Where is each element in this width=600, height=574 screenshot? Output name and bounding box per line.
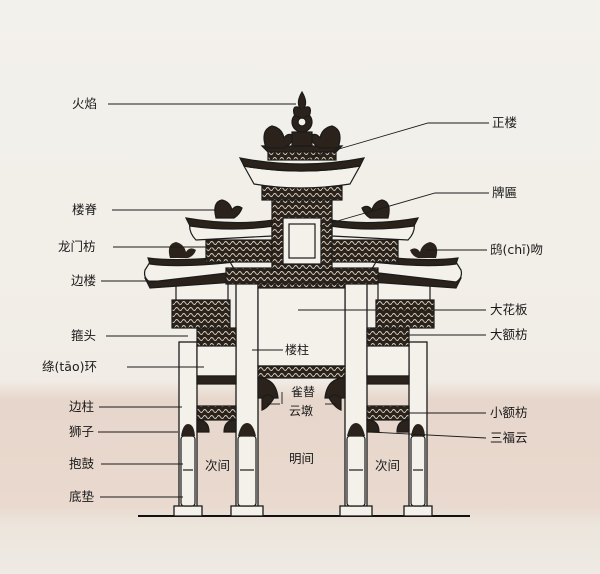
label-tower-column: 楼柱 <box>285 343 310 357</box>
label-small-lintel: 小额枋 <box>490 405 528 420</box>
label-roof-ridge: 楼脊 <box>72 202 98 217</box>
label-side-tower: 边楼 <box>71 273 97 288</box>
label-side-column: 边柱 <box>69 399 95 414</box>
center-bay <box>257 271 346 411</box>
label-plaque: 牌匾 <box>492 185 518 200</box>
leader-lines <box>98 103 489 498</box>
main-tower <box>238 90 366 271</box>
base-pads <box>173 505 433 517</box>
label-side-bay-left: 次间 <box>205 458 231 473</box>
label-drum-stone: 抱鼓 <box>69 456 95 471</box>
label-middle-bay: 明间 <box>289 451 315 466</box>
label-base-pad: 底垫 <box>69 489 95 504</box>
side-chiwen <box>168 242 438 258</box>
label-cloud-pier: 云墩 <box>289 404 314 418</box>
label-lion: 狮子 <box>69 424 95 439</box>
label-beam-end: 箍头 <box>71 328 97 343</box>
label-side-bay-right: 次间 <box>375 458 401 473</box>
lions <box>181 423 425 436</box>
label-queti: 雀替 <box>291 385 316 399</box>
label-chiwen: 鸱(chī)吻 <box>490 242 544 257</box>
label-longmen-beam: 龙门枋 <box>58 239 96 254</box>
label-flame: 火焰 <box>72 96 98 111</box>
label-main-tower: 正楼 <box>492 115 518 130</box>
middle-roofs <box>184 199 420 263</box>
drum-stones <box>180 435 426 507</box>
label-tao-ring: 绦(tāo)环 <box>42 359 97 374</box>
side-bay-beams <box>196 327 410 433</box>
label-sanfu-cloud: 三福云 <box>490 430 528 445</box>
label-big-lintel: 大额枋 <box>490 327 528 342</box>
label-big-flower-board: 大花板 <box>490 302 528 317</box>
